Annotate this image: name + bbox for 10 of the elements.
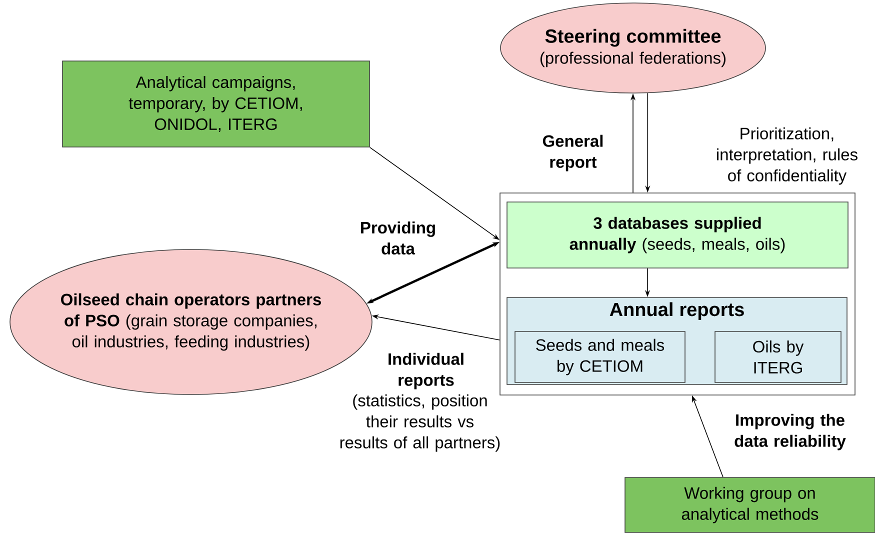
- edge-label: Individual reports: [388, 352, 464, 390]
- process-box: Oils by ITERG: [714, 331, 842, 383]
- edge-label: Prioritization, interpretation, rules of confidentiality: [717, 127, 858, 185]
- edge-label: Improving the data reliability: [734, 414, 846, 450]
- process-box: Analytical campaigns, temporary, by CETIOM, ONIDOL, ITERG: [62, 60, 370, 148]
- process-box: Working group on analytical methods: [624, 477, 875, 533]
- process-box: Seeds and meals by CETIOM: [514, 331, 686, 383]
- process-box: 3 databases supplied annually (seeds, meals, oils): [506, 202, 848, 268]
- note: (statistics, position their results vs results of all partners): [340, 394, 500, 452]
- edge-label: General report: [542, 134, 603, 172]
